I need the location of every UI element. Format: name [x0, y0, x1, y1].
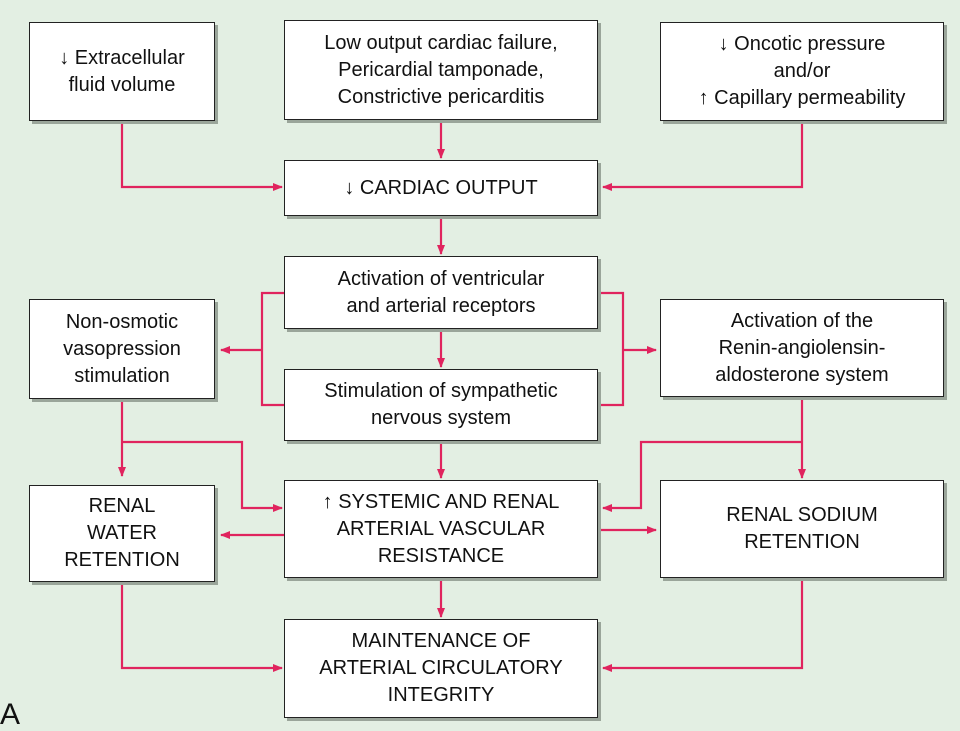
edge-non-osmotic-to-resistance: [122, 440, 283, 512]
edge-extracellular-to-cardiac-output: [120, 122, 283, 191]
bracket-right: [598, 291, 625, 407]
node-non-osmotic-vasopression: Non-osmotic vasopression stimulation: [29, 299, 215, 399]
node-cardiac-output: ↓ CARDIAC OUTPUT: [284, 160, 598, 216]
node-cardiac-causes: Low output cardiac failure, Pericardial …: [284, 20, 598, 120]
node-renal-water-retention: RENAL WATER RETENTION: [29, 485, 215, 582]
node-vascular-resistance: ↑ SYSTEMIC AND RENAL ARTERIAL VASCULAR R…: [284, 480, 598, 578]
bracket-left: [260, 291, 284, 407]
edge-renal-sodium-to-maintenance: [602, 578, 804, 672]
node-oncotic-pressure: ↓ Oncotic pressure and/or ↑ Capillary pe…: [660, 22, 944, 121]
node-renal-sodium-retention: RENAL SODIUM RETENTION: [660, 480, 944, 578]
edge-raas-to-resistance: [602, 440, 802, 512]
node-receptor-activation: Activation of ventricular and arterial r…: [284, 256, 598, 329]
node-sympathetic-stimulation: Stimulation of sympathetic nervous syste…: [284, 369, 598, 441]
panel-letter-fragment: A: [0, 698, 21, 731]
node-circulatory-integrity: MAINTENANCE OF ARTERIAL CIRCULATORY INTE…: [284, 619, 598, 718]
node-extracellular-fluid: ↓ Extracellular fluid volume: [29, 22, 215, 121]
edge-renal-water-to-maintenance: [120, 582, 283, 672]
node-raas-activation: Activation of the Renin-angiolensin- ald…: [660, 299, 944, 397]
edge-oncotic-to-cardiac-output: [602, 122, 804, 191]
